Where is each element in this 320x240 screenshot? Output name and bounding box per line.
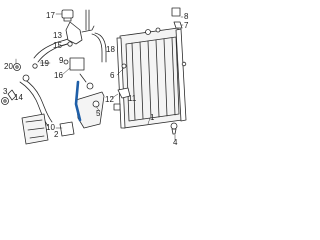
hardware <box>7 7 183 135</box>
fitting-bracket <box>63 57 94 90</box>
leader-lines <box>15 13 184 141</box>
reservoir-tank <box>75 91 105 129</box>
callout-12: 12 <box>105 95 114 104</box>
callout-13: 13 <box>53 31 62 40</box>
callout-8: 8 <box>184 12 189 21</box>
lower-bracket <box>21 113 49 145</box>
callout-10: 10 <box>46 123 55 132</box>
hose-clamps <box>1 63 38 105</box>
callout-16: 16 <box>54 71 63 80</box>
clip <box>117 87 131 99</box>
callout-14: 14 <box>14 93 23 102</box>
callout-2: 2 <box>54 130 59 139</box>
callout-9: 9 <box>59 56 64 65</box>
callout-20: 20 <box>4 62 13 71</box>
callout-3: 3 <box>3 87 8 96</box>
callout-6: 6 <box>110 71 115 80</box>
reservoir-cap <box>61 9 74 22</box>
callout-15: 15 <box>53 41 62 50</box>
pipe <box>91 32 107 63</box>
callout-4: 4 <box>173 138 178 147</box>
callout-17: 17 <box>46 11 55 20</box>
callout-11: 11 <box>128 94 137 103</box>
parts-diagram <box>1 7 187 145</box>
callout-18: 18 <box>106 45 115 54</box>
radiator <box>116 27 187 129</box>
callout-5: 5 <box>96 109 101 118</box>
overflow-hose <box>74 80 82 122</box>
reservoir-neck <box>65 9 95 47</box>
callout-7: 7 <box>184 21 189 30</box>
callout-19: 19 <box>40 59 49 68</box>
lower-support <box>59 121 75 137</box>
callout-1: 1 <box>150 113 155 122</box>
